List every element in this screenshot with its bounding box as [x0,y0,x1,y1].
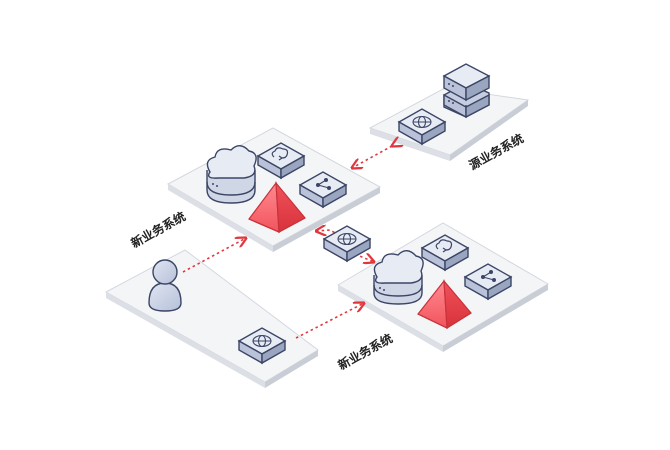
globe-icon [322,225,372,263]
cloud-sync-icon [256,142,306,180]
pyramid-icon-bottom [417,279,472,330]
arrow-globe-to-new-bottom [349,251,374,262]
globe-icon-user [237,327,287,365]
user-icon [148,259,182,312]
share-icon-bottom [463,263,513,301]
arrow-user-to-new-bottom [295,303,364,339]
globe-icon-old [397,108,447,146]
label-new-system-bottom: 新业务系统 [335,330,395,372]
share-icon [298,171,348,209]
arrow-old-to-new-top [352,146,392,168]
cloud-sync-icon-bottom [420,234,470,272]
arrow-user-to-new-top [182,238,246,273]
server-stack-icon [442,63,491,119]
connectors [182,146,392,339]
pyramid-icon [248,181,306,233]
cloud-database-icon-bottom [373,250,424,305]
platform-user [104,249,319,388]
cloud-database-icon [206,145,257,204]
label-new-system-top: 新业务系统 [128,208,188,250]
